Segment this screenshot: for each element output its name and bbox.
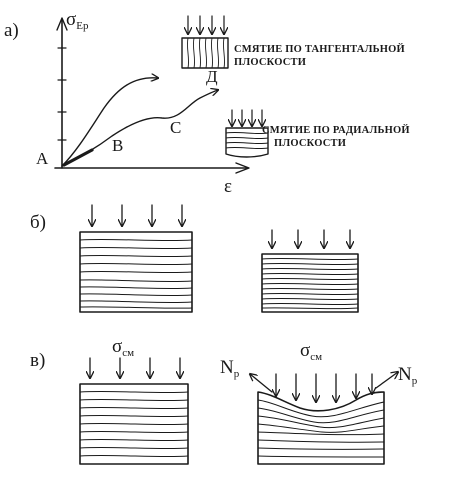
point-c-label: С <box>170 118 181 137</box>
radial-caption-line2: ПЛОСКОСТИ <box>274 138 346 149</box>
y-axis-label: σЕр <box>66 9 89 32</box>
point-d-label: Д <box>206 67 218 86</box>
partial-load-block <box>250 372 398 465</box>
point-a-label: А <box>36 149 49 168</box>
panel-v-label: в) <box>30 350 45 371</box>
np-left-label: Nр <box>220 357 240 380</box>
tangential-curve <box>61 78 158 167</box>
radial-specimen-icon <box>225 109 269 158</box>
tangential-caption-line2: ПЛОСКОСТИ <box>234 57 306 68</box>
local-load-block <box>79 357 189 465</box>
initial-linear-segment <box>62 148 94 167</box>
point-b-label: В <box>112 136 123 155</box>
x-axis-label: ε <box>224 176 232 197</box>
x-axis-arrowhead <box>235 162 250 174</box>
radial-curve <box>61 90 218 167</box>
stress-strain-graph: σЕр ε А В С Д <box>36 9 250 197</box>
sigma-cm-left: σсм <box>112 336 134 359</box>
tall-block-under-load <box>79 204 193 313</box>
np-left-arrow <box>250 374 273 393</box>
panel-a-label: а) <box>4 20 19 41</box>
tangential-caption-line1: СМЯТИЕ ПО ТАНГЕНТАЛЬНОЙ <box>234 43 405 55</box>
sigma-cm-right: σсм <box>300 340 322 363</box>
panel-b-label: б) <box>30 212 46 233</box>
radial-caption-line1: СМЯТИЕ ПО РАДИАЛЬНОЙ <box>262 124 410 136</box>
np-right-label: Nр <box>398 364 418 387</box>
short-block-under-load <box>261 229 359 313</box>
tangential-specimen-icon <box>181 15 229 69</box>
y-axis-arrowhead <box>56 17 68 31</box>
np-right-arrow <box>375 372 398 389</box>
